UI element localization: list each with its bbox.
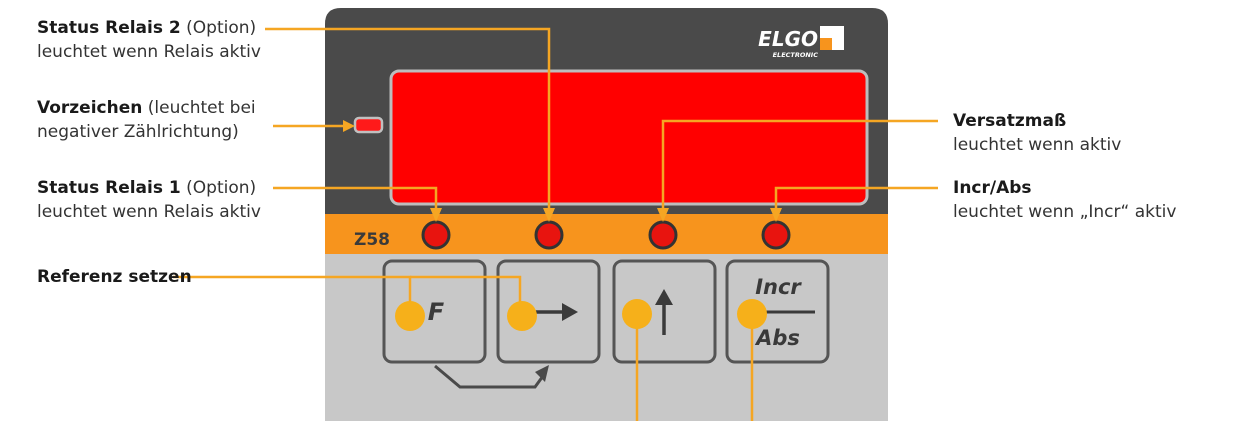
relay2-desc: leuchtet wenn Relais aktiv <box>37 42 261 62</box>
relay1-led <box>421 220 451 250</box>
logo-square-orange <box>820 38 832 50</box>
relay1-title: Status Relais 1 <box>37 178 181 198</box>
f-key-label: F <box>428 298 445 326</box>
relay1-label: Status Relais 1 (Option) leuchtet wenn R… <box>37 176 261 224</box>
orange-strip <box>325 214 888 254</box>
f-key[interactable] <box>382 259 487 364</box>
relay1-note: (Option) <box>186 178 257 198</box>
relay2-note: (Option) <box>186 18 257 38</box>
incrabs-desc: leuchtet wenn „Incr“ aktiv <box>953 202 1177 222</box>
offset-desc: leuchtet wenn aktiv <box>953 135 1122 155</box>
incrabs-label: Incr/Abs leuchtet wenn „Incr“ aktiv <box>953 176 1176 224</box>
sign-led <box>353 116 384 134</box>
elgo-logo: ELGO ELECTRONIC <box>758 26 844 59</box>
shift-right-key[interactable] <box>496 259 601 364</box>
f-key-dot <box>395 301 425 331</box>
incr-abs-key[interactable] <box>725 259 830 364</box>
sign-title: Vorzeichen <box>37 98 143 118</box>
sign-note: (leuchtet bei <box>147 98 256 118</box>
key-combo-arrow <box>434 364 549 389</box>
abs-key-label: Abs <box>754 326 800 350</box>
arrow-up-icon <box>655 289 673 335</box>
offset-led <box>648 220 678 250</box>
sign-label: Vorzeichen (leuchtet bei negativer Zählr… <box>37 96 256 144</box>
sign-desc: negativer Zählrichtung) <box>37 122 239 142</box>
incrabs-led <box>761 220 791 250</box>
reference-label: Referenz setzen <box>37 265 192 289</box>
incr-key-dot <box>737 299 767 329</box>
up-key-dot <box>622 299 652 329</box>
incr-key-label: Incr <box>755 275 802 299</box>
callout-arrowheads <box>343 120 782 222</box>
relay2-led <box>534 220 564 250</box>
callout-lines <box>173 27 938 421</box>
shift-key-dot <box>507 301 537 331</box>
offset-label: Versatzmaß leuchtet wenn aktiv <box>953 109 1121 157</box>
model-label: Z58 <box>354 230 390 250</box>
relay1-desc: leuchtet wenn Relais aktiv <box>37 202 261 222</box>
offset-title: Versatzmaß <box>953 111 1067 131</box>
logo-sub: ELECTRONIC <box>773 51 819 59</box>
incrabs-title: Incr/Abs <box>953 178 1032 198</box>
callout-dots <box>395 299 767 331</box>
relay2-label: Status Relais 2 (Option) leuchtet wenn R… <box>37 16 261 64</box>
relay2-title: Status Relais 2 <box>37 18 181 38</box>
logo-brand: ELGO <box>758 27 818 51</box>
led-display <box>389 69 869 206</box>
reference-title: Referenz setzen <box>37 267 192 287</box>
up-key[interactable] <box>612 259 717 364</box>
